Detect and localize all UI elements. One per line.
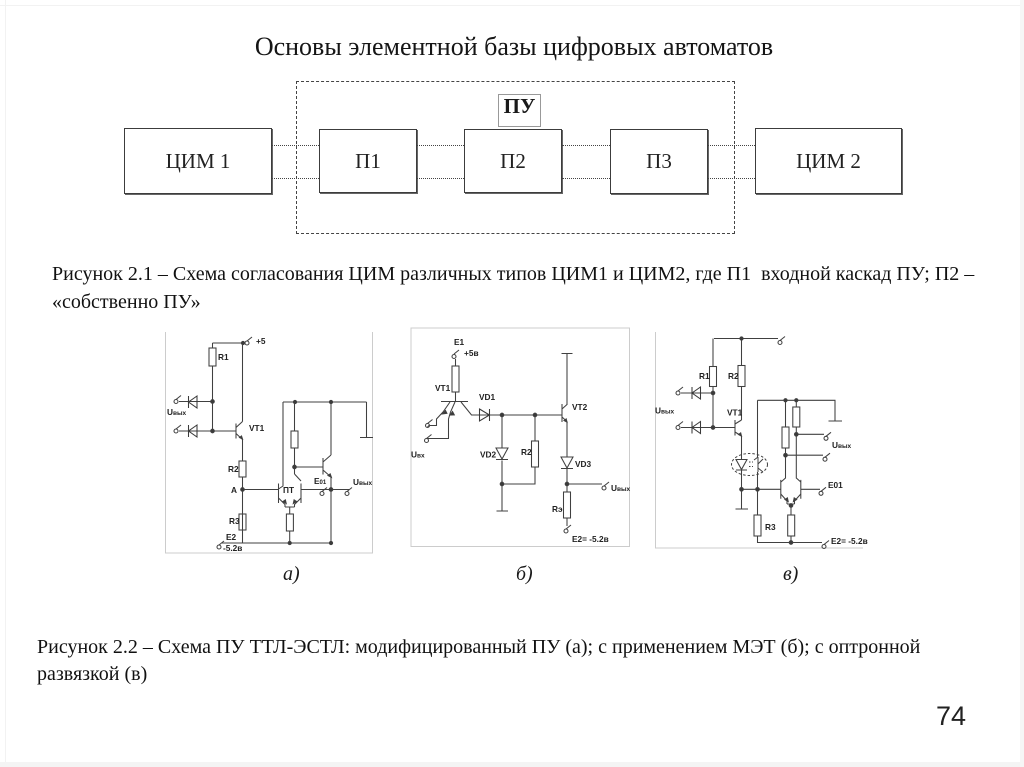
svg-text:VT1: VT1: [435, 383, 451, 393]
svg-text:R1: R1: [218, 352, 229, 362]
svg-text:E1: E1: [454, 337, 465, 347]
svg-text:VT1: VT1: [727, 408, 743, 418]
svg-text:Uвых: Uвых: [832, 440, 852, 450]
svg-text:-5.2в: -5.2в: [223, 543, 242, 553]
svg-text:R2: R2: [228, 464, 239, 474]
svg-text:E2= -5.2в: E2= -5.2в: [831, 536, 868, 546]
svg-text:ПТ: ПТ: [283, 485, 294, 495]
svg-text:VD2: VD2: [480, 450, 497, 460]
svg-text:Uвых: Uвых: [655, 406, 675, 416]
svg-text:E2= -5.2в: E2= -5.2в: [572, 534, 609, 544]
svg-text:VT1: VT1: [249, 423, 265, 433]
svg-text:VD3: VD3: [575, 459, 592, 469]
svg-text:+5: +5: [256, 336, 266, 346]
svg-text:E01: E01: [314, 476, 327, 486]
svg-text:Uвых: Uвых: [611, 483, 631, 493]
svg-text:Uвх: Uвх: [411, 450, 425, 460]
svg-text:Rэ: Rэ: [552, 504, 563, 514]
svg-text:R2: R2: [728, 371, 739, 381]
svg-text:R3: R3: [765, 522, 776, 532]
svg-text:VD1: VD1: [479, 392, 496, 402]
svg-text:+5в: +5в: [464, 348, 479, 358]
svg-text:E2: E2: [226, 532, 237, 542]
svg-text:Uвых: Uвых: [353, 477, 373, 487]
svg-text:R3: R3: [229, 516, 240, 526]
svg-text:R2: R2: [521, 447, 532, 457]
svg-text:R1: R1: [699, 371, 710, 381]
svg-text:A: A: [231, 485, 237, 495]
svg-text:E01: E01: [828, 480, 843, 490]
svg-text:Uвых: Uвых: [167, 407, 187, 417]
svg-text:VT2: VT2: [572, 402, 588, 412]
